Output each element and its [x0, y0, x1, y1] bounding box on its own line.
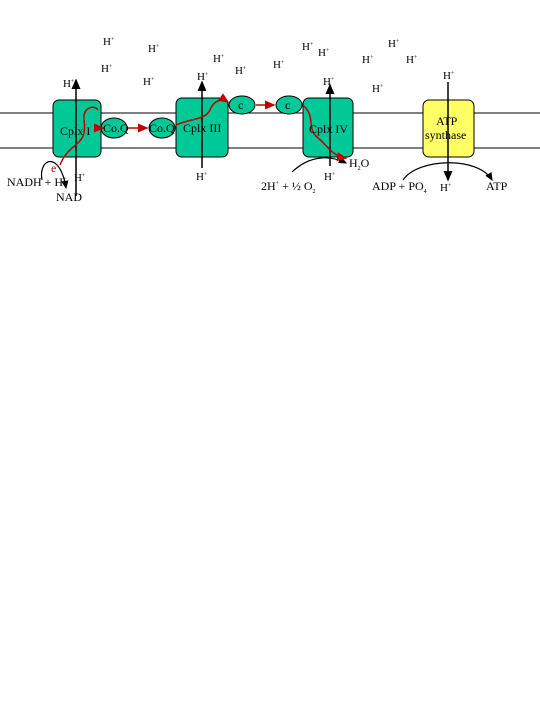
water-label: H2O — [349, 156, 370, 172]
electron-path-complex-4 — [303, 105, 348, 162]
nadh-curve-arrow — [40, 160, 69, 190]
coq-label-2: Co.Q — [149, 121, 175, 135]
cyt-c-ellipse-1 — [228, 95, 256, 115]
oxygen-curve-arrow — [291, 156, 348, 173]
coq-label-1: Co.Q — [103, 121, 129, 135]
proton-label: H+ — [318, 47, 330, 59]
oxygen-reaction-label: 2H+ + ½ O2 — [261, 179, 316, 195]
electron-path-complex-1 — [59, 106, 99, 166]
complex-4-box — [302, 97, 354, 158]
cyt-c-label-2: c — [285, 98, 290, 112]
proton-label: H+ — [148, 43, 160, 55]
proton-label: H+ — [302, 41, 314, 53]
proton-label: H+ — [197, 71, 209, 83]
proton-label: H+ — [388, 38, 400, 50]
complex-4-label: Cplx IV — [309, 122, 348, 136]
adp-label: ADP + PO4 — [372, 179, 427, 195]
cyt-c-label-1: c — [238, 98, 243, 112]
coq-ellipse-2 — [148, 117, 176, 139]
electron-label: e- — [51, 161, 58, 175]
proton-label: H+ — [63, 78, 75, 90]
atp-synthase-label-1: ATP — [436, 114, 458, 128]
proton-label: H+ — [362, 54, 374, 66]
proton-label: H+ — [235, 65, 247, 77]
proton-label: H+ — [213, 53, 225, 65]
proton-label: H+ — [101, 63, 113, 75]
nad-label: NAD — [56, 190, 82, 204]
proton-label: H+ — [406, 54, 418, 66]
proton-label: H+ — [324, 171, 336, 183]
electron-path-complex-3 — [175, 93, 230, 126]
proton-label: H+ — [196, 171, 208, 183]
proton-label: H+ — [143, 76, 155, 88]
nadh-label: NADH + H+ — [7, 175, 67, 189]
proton-label: H+ — [103, 36, 115, 48]
atp-synthase-label-2: synthase — [425, 128, 466, 142]
proton-label: H+ — [74, 172, 86, 184]
complex-1-label: Cplx I — [60, 124, 90, 138]
proton-label: H+ — [323, 76, 335, 88]
cyt-c-ellipse-2 — [275, 95, 303, 115]
atp-label: ATP — [486, 179, 508, 193]
adp-atp-curve-arrow — [402, 162, 493, 182]
proton-label: H+ — [443, 70, 455, 82]
proton-label: H+ — [440, 182, 452, 194]
proton-label: H+ — [372, 83, 384, 95]
complex-3-label: Cplx III — [183, 121, 221, 135]
proton-label: H+ — [273, 59, 285, 71]
